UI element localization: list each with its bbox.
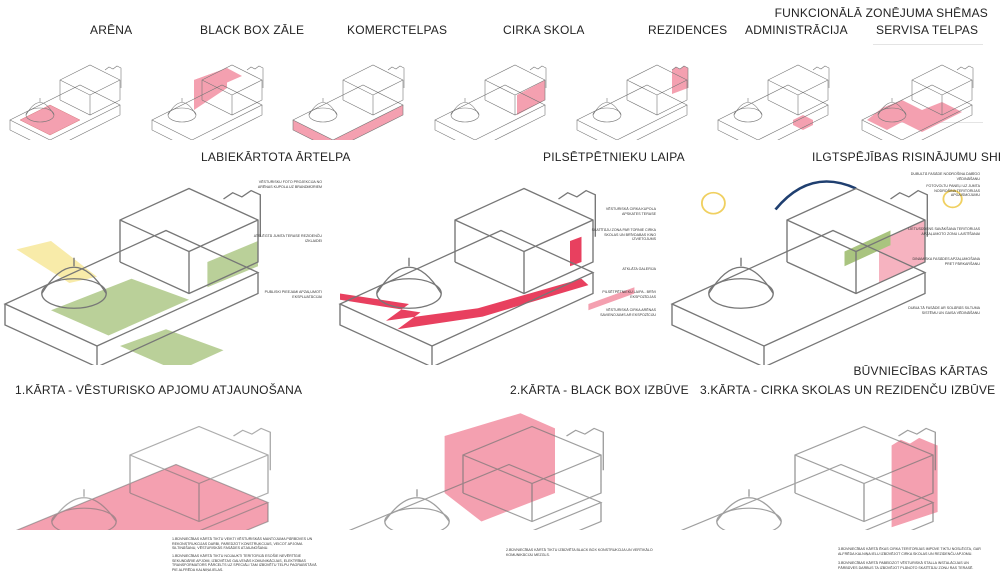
phase-diagram-3	[679, 425, 938, 530]
phase-title-2: 2.KĀRTA - BLACK BOX IZBŪVE	[510, 383, 689, 397]
zone-label-service: SERVISA TELPAS	[876, 23, 979, 37]
zone-label-administration: ADMINISTRĀCIJA	[745, 23, 848, 37]
phase-note: 1.BŪVNIECĪBAS KĀRTĀ TIKTU VEIKTI VĒSTURI…	[172, 537, 313, 551]
phase-title-1: 1.KĀRTA - VĒSTURISKO APJOMU ATJAUNOŠANA	[15, 383, 303, 397]
note: ATKLĀTA GALERIJA	[622, 267, 656, 271]
concept-title-sustainability: ILGTSPĒJĪBAS RISINĀJUMU SHĒMA	[812, 150, 1000, 164]
concept-title-landscape: LABIEKĀRTOTA ĀRTELPA	[201, 150, 351, 164]
phase-note: 1.BŪVNIECĪBAS KĀRTĀ TIKTU NOJAUKTI TERIT…	[172, 554, 317, 572]
phase-note: 2.BŪVNIECĪBAS KĀRTĀ TIKTU IZBŪVĒTA BLACK…	[506, 548, 653, 557]
phase-diagrams	[14, 413, 938, 530]
zone-label-black-box: BLACK BOX ZĀLE	[200, 23, 305, 37]
zone-label-residences: REZIDENCES	[648, 23, 728, 37]
phase-note: 3.BŪVNIECĪBAS KĀRTĀ ĒKAS CIRKA TERITORIJ…	[838, 547, 981, 556]
zoning-title: FUNKCIONĀLĀ ZONĒJUMA SHĒMAS	[774, 6, 988, 20]
zone-diagram-service	[861, 64, 974, 140]
note: VĒSTURISKĀ CIRKA KUPOLA APSKATES TERASE	[605, 207, 656, 216]
concept-diagram-walkway	[339, 187, 635, 365]
note: DUBULTĀ FASĀDE AR SOLĀRĀS SILTUMA SISTĒM…	[908, 306, 980, 315]
zone-diagram-commercial	[292, 64, 405, 140]
note: ATSLĒGTĀ JUMTA TERASE REZIDENČU IZKLAIDE…	[253, 234, 322, 243]
concept-diagrams	[4, 180, 963, 365]
note: VĒSTURISKĀ CIRKA ARĒNAS SAVIENOJUMS AR E…	[600, 308, 656, 317]
note: VĒSTURISKU FOTO PROJEKCIJA NO ARĒNAS KUP…	[257, 180, 322, 189]
zone-label-circus-school: CIRKA SKOLA	[503, 23, 585, 37]
phase-diagram-1	[14, 425, 271, 530]
phases-title: BŪVNIECĪBAS KĀRTAS	[853, 364, 988, 378]
zone-diagram-administration	[717, 64, 830, 140]
zone-label-commercial: KOMERCTELPAS	[347, 23, 448, 37]
zone-diagram-circus-school	[434, 64, 547, 140]
note: SKATĪTĀJU ZONA PAR TORNIE CIRKA SKOLAS U…	[591, 228, 656, 242]
concept-diagram-sustainability	[671, 180, 963, 365]
phase-diagram-2	[347, 413, 604, 530]
note: LIETUSŪDENS SAVĀKŠANA TERITORIJAS APZAĻU…	[908, 227, 980, 236]
zoning-diagrams	[9, 64, 974, 140]
zone-diagram-arena	[9, 64, 122, 140]
zone-diagram-residences	[576, 64, 689, 140]
note: PILSĒTPĒTNIEKU LAIPA - BRĪVI EKSPOZĪCIJA…	[602, 290, 656, 299]
note: DINAMISKA FASĀDES APZAĻUMOŠANA PRET PĀRK…	[912, 257, 980, 266]
zone-label-arena: ARĒNA	[90, 23, 133, 37]
phase-note: 3.BŪVNIECĪBAS KĀRTĀ PABEIDZOT VĒSTURISKĀ…	[838, 561, 974, 570]
zone-diagram-black-box	[151, 64, 264, 140]
note: PUBLISKI PIEEJAMI APZAĻUMOTI EKSPLUATĀCI…	[264, 290, 322, 299]
note: FOTOVOLTU PANEĻI UZ JUMTA NODROŠINA TERI…	[926, 184, 980, 198]
note: DUBULTĀ FASĀDE NODROŠINA DABĪGO VĒDINĀŠA…	[910, 172, 980, 181]
concept-diagram-landscape	[4, 187, 261, 365]
concept-title-walkway: PILSĒTPĒTNIEKU LAIPA	[543, 150, 685, 164]
divider	[873, 44, 983, 45]
phase-title-3: 3.KĀRTA - CIRKA SKOLAS UN REZIDENČU IZBŪ…	[700, 383, 996, 397]
